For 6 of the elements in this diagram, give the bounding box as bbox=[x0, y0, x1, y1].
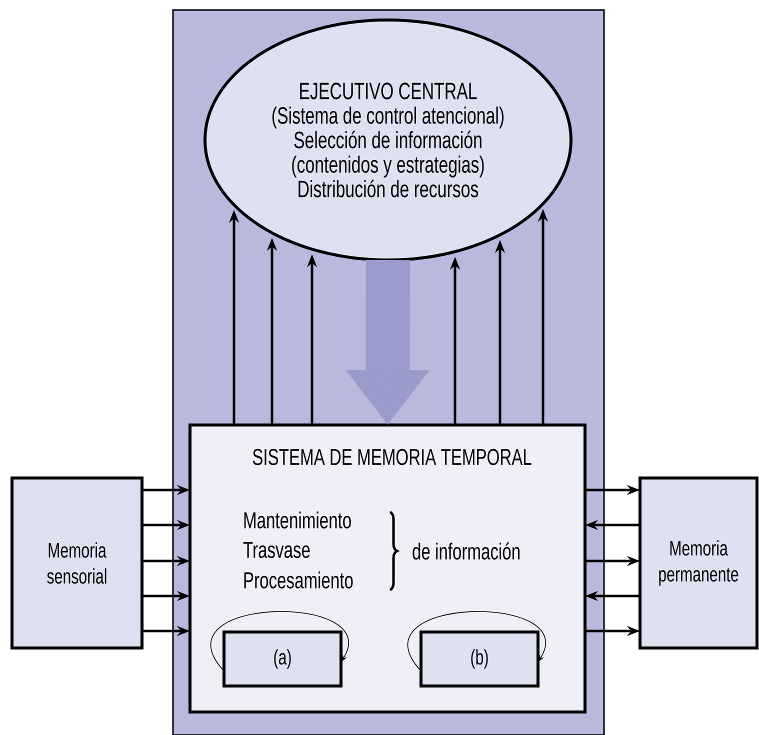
memory-box: Memoria permanente bbox=[638, 476, 758, 650]
subsystem-box: (b) bbox=[420, 630, 540, 688]
loop-arrow bbox=[408, 611, 546, 672]
loop-arrow bbox=[211, 611, 350, 672]
memory-box: Memoria sensorial bbox=[10, 476, 144, 650]
subsystem-box: (a) bbox=[222, 630, 342, 688]
